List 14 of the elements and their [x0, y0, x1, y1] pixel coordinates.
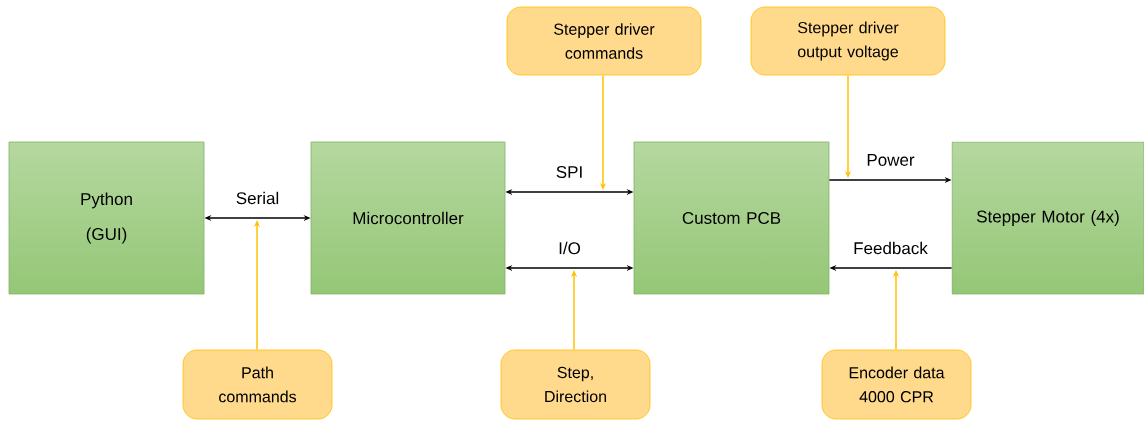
block-box: Microcontroller	[310, 141, 506, 295]
edge-label: Feedback	[852, 240, 929, 256]
callout-box: Encoder data 4000 CPR	[821, 349, 972, 420]
block-box: Python (GUI)	[8, 141, 205, 295]
edge-label: Power	[865, 153, 916, 167]
block-box: Stepper Motor (4x)	[951, 141, 1144, 295]
edge-label: Serial	[234, 190, 281, 206]
edge-label: I/O	[557, 240, 582, 256]
callout-box: Stepper driver output voltage	[750, 6, 946, 76]
callout-box: Stepper driver commands	[506, 6, 702, 76]
callout-box: Path commands	[182, 349, 333, 420]
block-box: Custom PCB	[633, 141, 830, 295]
callout-box: Step, Direction	[500, 349, 651, 420]
edge-label: SPI	[554, 165, 585, 179]
